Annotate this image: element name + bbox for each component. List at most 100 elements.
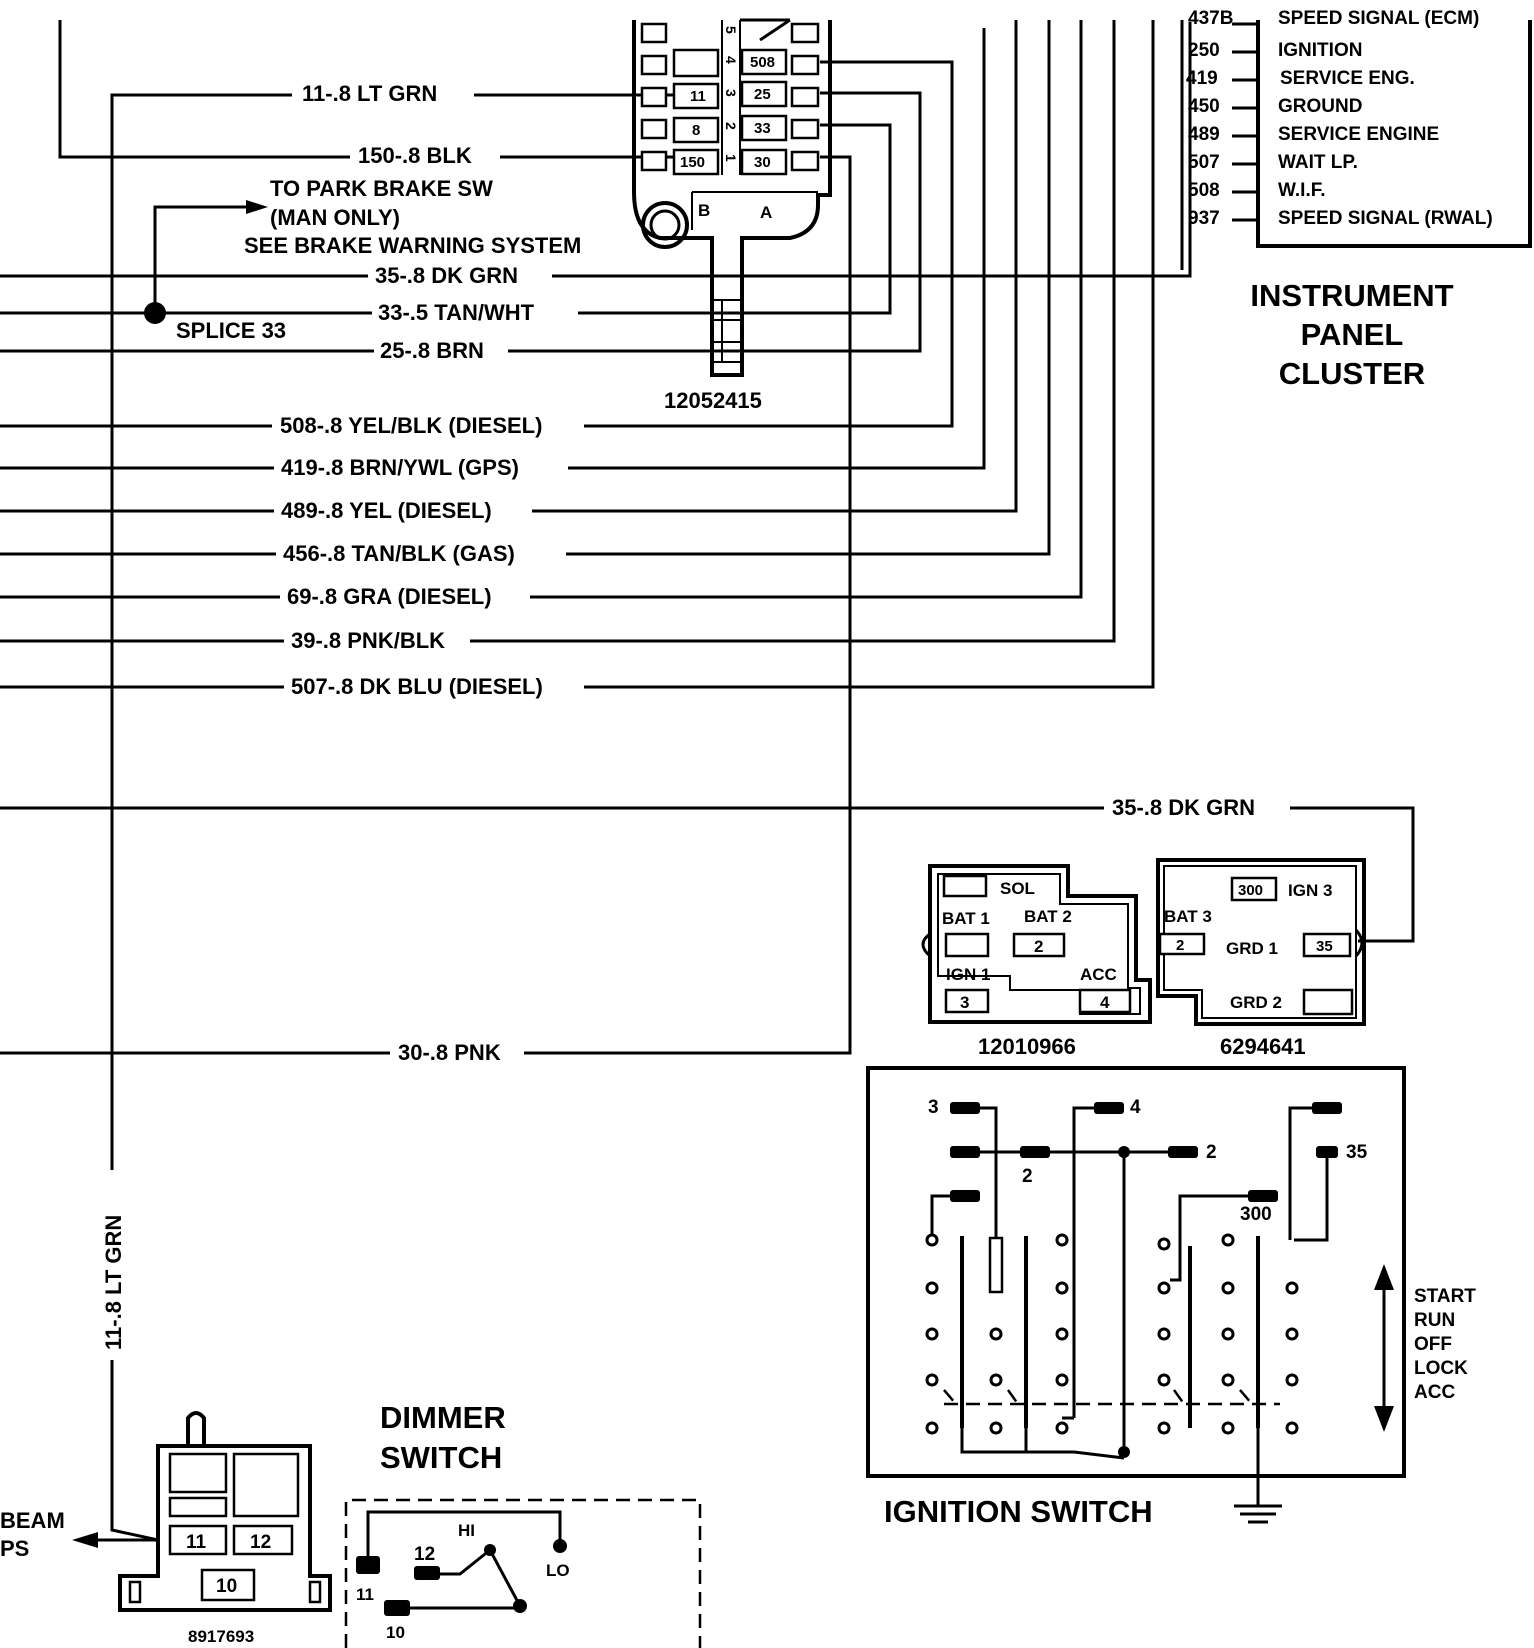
wire-label-25: 25-.8 BRN <box>380 338 484 363</box>
beam-arrow-icon <box>72 1532 98 1548</box>
legend-function-507: WAIT LP. <box>1278 152 1358 173</box>
legend-function-419: SERVICE ENG. <box>1280 68 1415 89</box>
cavity-150: 150 <box>680 154 705 171</box>
park-brake-branch <box>153 205 250 313</box>
ign-position-start: START <box>1414 1286 1476 1307</box>
beam-note-line1: BEAM <box>0 1508 65 1533</box>
connector-12010966: SOL BAT 1 BAT 2 IGN 1 ACC 2 3 4 <box>921 864 1152 1024</box>
legend-circuit-507: 507 <box>1188 152 1220 173</box>
dimmer-connector-part-number: 8917693 <box>188 1627 254 1646</box>
cluster-legend: 437B SPEED SIGNAL (ECM) 250 IGNITION 419… <box>1180 0 1534 270</box>
connector-12010966-part-number: 12010966 <box>978 1034 1076 1059</box>
wire-label-456: 456-.8 TAN/BLK (GAS) <box>283 541 515 566</box>
connector-letter-b: B <box>698 201 710 220</box>
dimmer-title-line1: DIMMER <box>380 1400 506 1435</box>
ign-position-lock: LOCK <box>1414 1358 1468 1379</box>
pin-4: 4 <box>1100 993 1110 1012</box>
wire-35-path <box>0 20 1192 278</box>
dimmer-terminal-hi: HI <box>458 1521 475 1540</box>
legend-function-450: GROUND <box>1278 96 1362 117</box>
pin-2-a: 2 <box>1034 937 1043 956</box>
dimmer-switch: HI 12 LO 11 10 <box>344 1498 702 1648</box>
dimmer-pin-11: 11 <box>186 1532 207 1553</box>
legend-function-489: SERVICE ENGINE <box>1278 124 1439 145</box>
park-brake-note-line2: (MAN ONLY) <box>270 205 400 230</box>
cavity-number-4: 4 <box>723 56 739 64</box>
pin-2-b: 2 <box>1176 937 1184 954</box>
ign-position-acc: ACC <box>1414 1382 1455 1403</box>
legend-circuit-489: 489 <box>1188 124 1220 145</box>
label-grd2: GRD 2 <box>1230 993 1282 1012</box>
dimmer-terminal-lo: LO <box>546 1561 570 1580</box>
label-ign3: IGN 3 <box>1288 881 1332 900</box>
cavity-33: 33 <box>754 120 771 137</box>
dimmer-terminal-10: 10 <box>386 1623 405 1642</box>
legend-circuit-419: 419 <box>1186 68 1218 89</box>
cavity-number-5: 5 <box>723 26 739 34</box>
dimmer-connector: 11 12 10 <box>118 1411 332 1612</box>
cluster-title-line2: PANEL <box>1301 317 1404 352</box>
ign-position-run: RUN <box>1414 1310 1455 1331</box>
wire-label-69: 69-.8 GRA (DIESEL) <box>287 584 492 609</box>
cavity-number-2: 2 <box>723 122 739 130</box>
ign-terminal-4: 4 <box>1130 1097 1141 1118</box>
label-bat2: BAT 2 <box>1024 907 1072 926</box>
wire-label-150: 150-.8 BLK <box>358 143 472 168</box>
pin-35: 35 <box>1316 938 1333 955</box>
wire-label-11-vertical: 11-.8 LT GRN <box>101 1215 126 1350</box>
wire-label-30: 30-.8 PNK <box>398 1040 501 1065</box>
wire-label-35: 35-.8 DK GRN <box>375 263 518 288</box>
ign-terminal-2-mid: 2 <box>1022 1166 1033 1187</box>
dimmer-pin-12: 12 <box>250 1532 271 1553</box>
cluster-title-line3: CLUSTER <box>1279 356 1425 391</box>
ign-terminal-35: 35 <box>1346 1142 1368 1163</box>
legend-function-508: W.I.F. <box>1278 180 1326 201</box>
wire-35-lower-path <box>0 806 1415 943</box>
wire-label-419: 419-.8 BRN/YWL (GPS) <box>281 455 519 480</box>
cluster-title-line1: INSTRUMENT <box>1250 278 1453 313</box>
label-acc: ACC <box>1080 965 1117 984</box>
legend-function-437b: SPEED SIGNAL (ECM) <box>1278 8 1479 29</box>
park-brake-note-line1: TO PARK BRAKE SW <box>270 176 493 201</box>
wire-label-507: 507-.8 DK BLU (DIESEL) <box>291 674 543 699</box>
wire-label-11: 11-.8 LT GRN <box>302 81 437 106</box>
legend-circuit-937: 937 <box>1188 208 1220 229</box>
ign-terminal-3: 3 <box>928 1097 939 1118</box>
legend-circuit-450: 450 <box>1188 96 1220 117</box>
label-bat3: BAT 3 <box>1164 907 1212 926</box>
wire-label-35-lower: 35-.8 DK GRN <box>1112 795 1255 820</box>
connector-6294641-part-number: 6294641 <box>1220 1034 1306 1059</box>
column-connector: 508 25 33 30 11 8 150 5 4 3 2 1 B A <box>632 18 832 377</box>
dimmer-terminal-12: 12 <box>414 1544 435 1565</box>
label-sol: SOL <box>1000 879 1035 898</box>
pin-300: 300 <box>1238 882 1263 899</box>
label-grd1: GRD 1 <box>1226 939 1278 958</box>
legend-circuit-437b: 437B <box>1188 8 1233 29</box>
cavity-508: 508 <box>750 54 775 71</box>
wire-label-489: 489-.8 YEL (DIESEL) <box>281 498 492 523</box>
column-connector-part-number: 12052415 <box>664 388 762 413</box>
splice-33-label: SPLICE 33 <box>176 318 286 343</box>
cavity-25: 25 <box>754 86 771 103</box>
beam-note-line2: PS <box>0 1536 29 1561</box>
dimmer-terminal-11: 11 <box>356 1585 374 1604</box>
legend-function-937: SPEED SIGNAL (RWAL) <box>1278 208 1493 229</box>
wire-label-39: 39-.8 PNK/BLK <box>291 628 445 653</box>
dimmer-pin-10: 10 <box>216 1576 237 1597</box>
cavity-8: 8 <box>692 122 700 139</box>
connector-6294641: IGN 3 BAT 3 GRD 1 GRD 2 300 2 35 <box>1156 858 1366 1026</box>
cavity-30: 30 <box>754 154 771 171</box>
ign-terminal-2-right: 2 <box>1206 1142 1217 1163</box>
label-ign1: IGN 1 <box>946 965 990 984</box>
ignition-switch-title: IGNITION SWITCH <box>884 1494 1153 1529</box>
legend-function-250: IGNITION <box>1278 40 1362 61</box>
cavity-number-3: 3 <box>723 89 739 97</box>
pin-3: 3 <box>960 993 969 1012</box>
ign-terminal-300: 300 <box>1240 1204 1272 1225</box>
ignition-switch: 3 4 2 2 35 300 <box>866 1066 1476 1524</box>
label-bat1: BAT 1 <box>942 909 990 928</box>
park-brake-note-line3: SEE BRAKE WARNING SYSTEM <box>244 233 581 258</box>
legend-circuit-508: 508 <box>1188 180 1220 201</box>
